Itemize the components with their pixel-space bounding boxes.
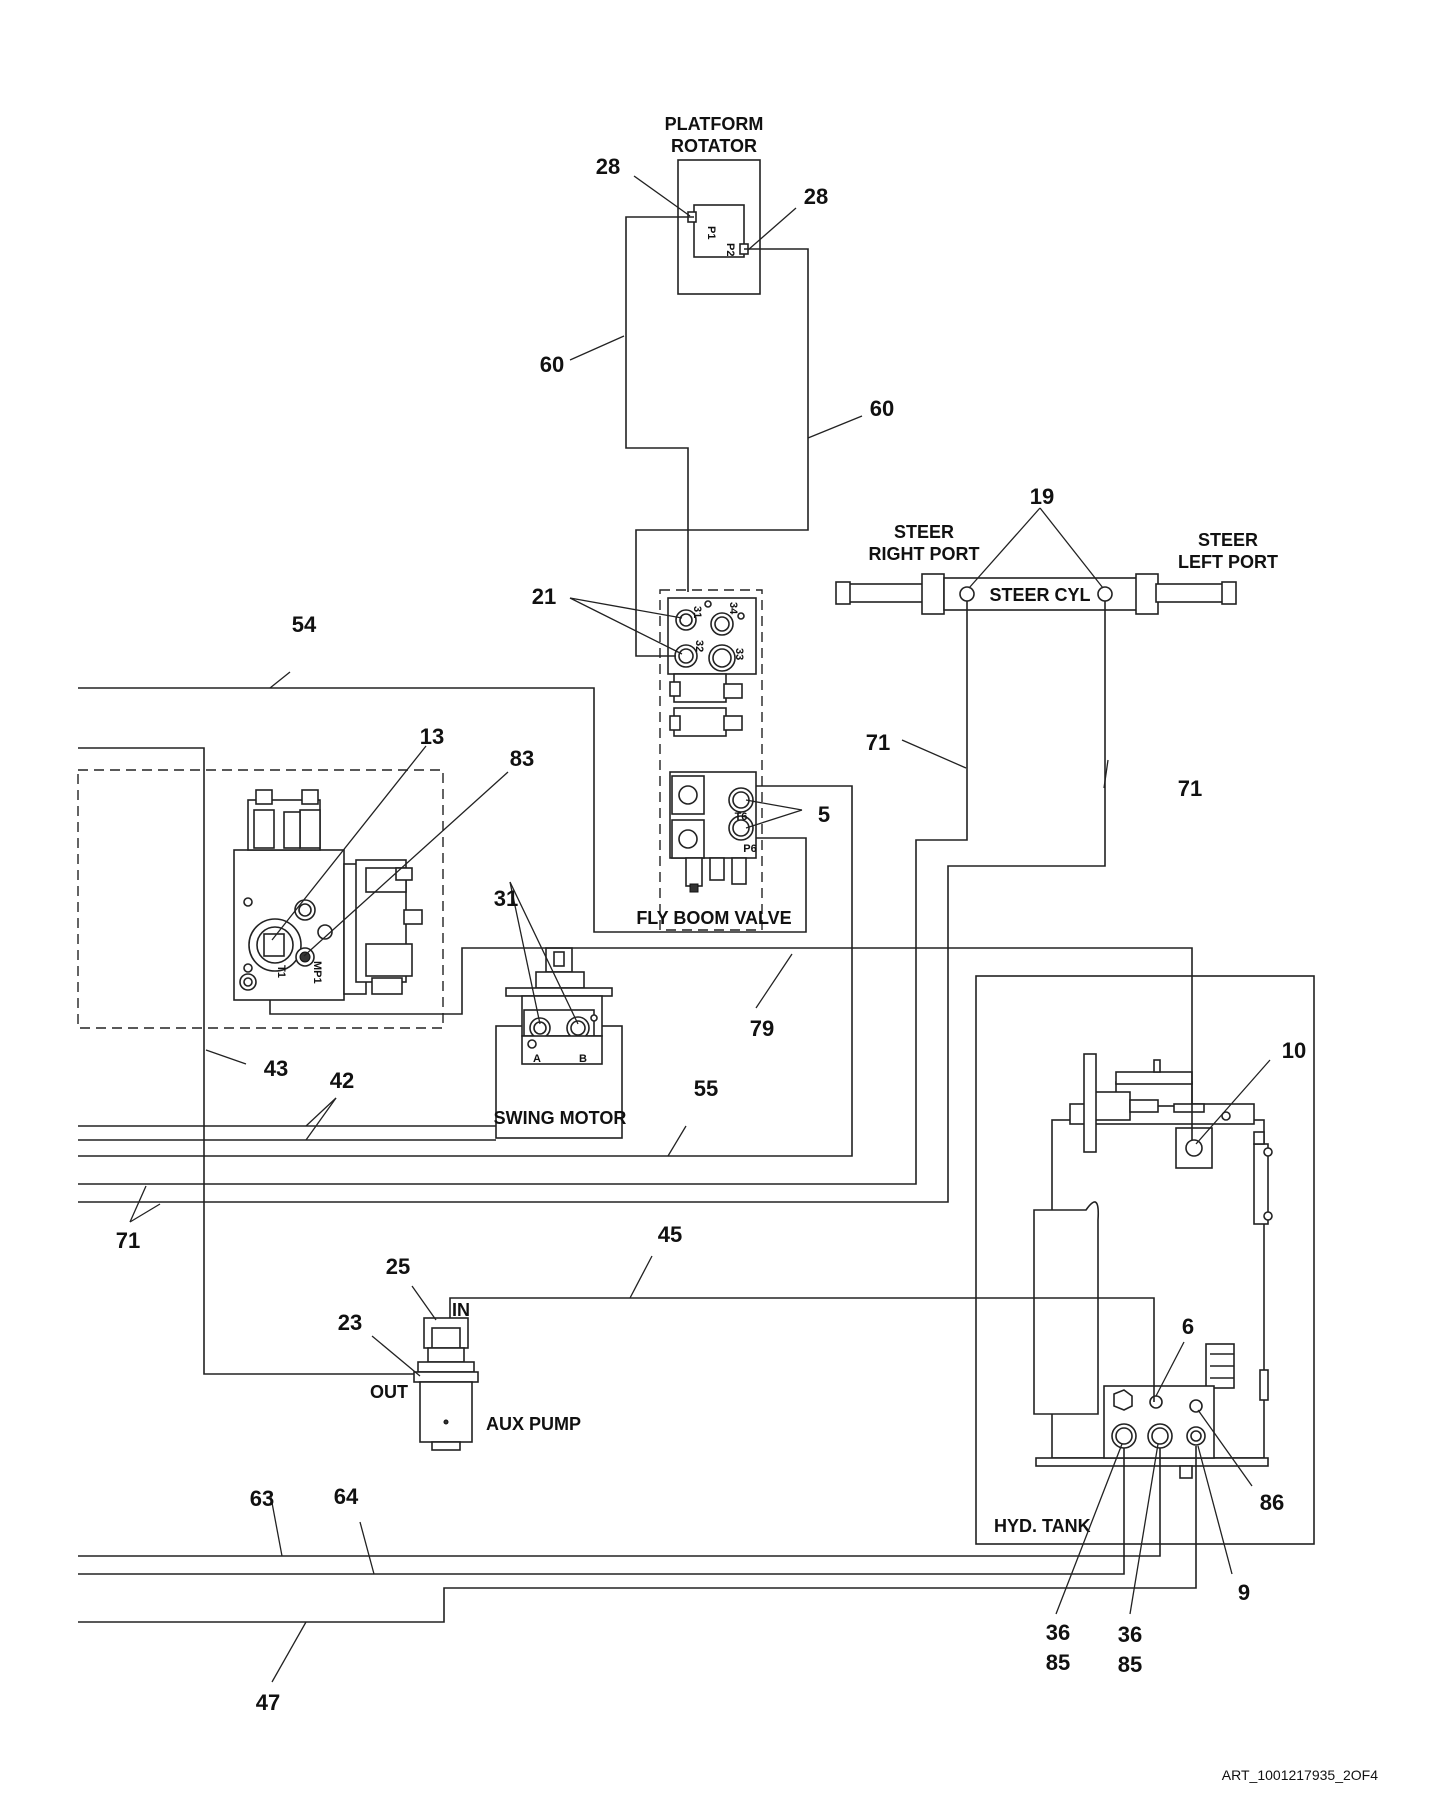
aux-pump: [413, 1317, 479, 1451]
hose-71-a: [78, 601, 968, 1185]
aux-pump-label: AUX PUMP: [486, 1414, 581, 1434]
callout-23: 23: [338, 1310, 362, 1335]
port-31-label: 31: [691, 606, 703, 618]
steer-right-port-label-1: STEER: [894, 522, 954, 542]
callout-60-left: 60: [540, 352, 564, 377]
platform-rotator-label-1: PLATFORM: [665, 114, 764, 134]
hose-55: [78, 785, 853, 1157]
callout-19: 19: [1030, 484, 1054, 509]
callout-36-right: 36: [1118, 1622, 1142, 1647]
hose-45: [449, 1297, 1155, 1402]
hyd-tank-label: HYD. TANK: [994, 1516, 1091, 1536]
hose-54: [78, 687, 807, 933]
port-32-label: 32: [693, 640, 705, 652]
port-b-label: B: [579, 1053, 587, 1065]
callout-47: 47: [256, 1690, 280, 1715]
leaders: [129, 175, 1271, 1683]
callout-10: 10: [1282, 1038, 1306, 1063]
callout-6: 6: [1182, 1314, 1194, 1339]
hydraulic-tank: [975, 975, 1315, 1545]
callouts: 28 28 60 60 19 21 54 13 83 5 71 71 31 79…: [116, 154, 1306, 1715]
callout-43: 43: [264, 1056, 288, 1081]
swing-motor-label: SWING MOTOR: [494, 1108, 627, 1128]
callout-85-left: 85: [1046, 1650, 1070, 1675]
callout-55: 55: [694, 1076, 718, 1101]
hose-43: [78, 747, 414, 1375]
port-a-label: A: [533, 1053, 541, 1065]
port-p2-label: P2: [724, 243, 736, 256]
callout-64: 64: [334, 1484, 359, 1509]
callout-85-right: 85: [1118, 1652, 1142, 1677]
hose-63: [78, 1448, 1161, 1557]
platform-rotator-label-2: ROTATOR: [671, 136, 757, 156]
main-control-valve: T1 MP1: [77, 769, 444, 1029]
callout-71-left: 71: [116, 1228, 140, 1253]
fly-boom-valve: 31 32 33 34 T6 P6: [659, 589, 763, 931]
steer-cyl-label: STEER CYL: [989, 585, 1090, 605]
port-p6-label: P6: [743, 843, 756, 855]
port-p1-label: P1: [705, 226, 717, 239]
hose-79: [269, 947, 1193, 1140]
hose-60-right: [635, 248, 809, 657]
callout-83: 83: [510, 746, 534, 771]
callout-60-right: 60: [870, 396, 894, 421]
callout-36-left: 36: [1046, 1620, 1070, 1645]
port-t6-label: T6: [735, 811, 748, 823]
callout-45: 45: [658, 1222, 682, 1247]
hose-64: [78, 1448, 1125, 1575]
port-mp1-label: MP1: [311, 961, 323, 984]
in-label: IN: [452, 1300, 470, 1320]
swing-motor: A B: [495, 947, 623, 1139]
steer-right-port-label-2: RIGHT PORT: [869, 544, 980, 564]
callout-71-right: 71: [1178, 776, 1202, 801]
hose-60-left: [625, 216, 694, 592]
fly-boom-valve-label: FLY BOOM VALVE: [636, 908, 791, 928]
callout-5: 5: [818, 802, 830, 827]
callout-28-left: 28: [596, 154, 620, 179]
callout-86: 86: [1260, 1490, 1284, 1515]
callout-31: 31: [494, 886, 518, 911]
callout-9: 9: [1238, 1580, 1250, 1605]
steer-cylinder: STEER CYL: [835, 573, 1237, 615]
steer-left-port-label-1: STEER: [1198, 530, 1258, 550]
callout-13: 13: [420, 724, 444, 749]
hose-47: [78, 1446, 1197, 1623]
port-33-label: 33: [733, 648, 745, 660]
callout-21: 21: [532, 584, 556, 609]
art-id: ART_1001217935_2OF4: [1222, 1767, 1378, 1783]
steer-left-port-label-2: LEFT PORT: [1178, 552, 1278, 572]
callout-54: 54: [292, 612, 317, 637]
callout-79: 79: [750, 1016, 774, 1041]
out-label: OUT: [370, 1382, 408, 1402]
port-t1-label: T1: [275, 965, 287, 978]
callout-42: 42: [330, 1068, 354, 1093]
callout-25: 25: [386, 1254, 410, 1279]
callout-28-right: 28: [804, 184, 828, 209]
callout-63: 63: [250, 1486, 274, 1511]
callout-71-upper: 71: [866, 730, 890, 755]
platform-rotator: P1 P2: [677, 159, 761, 295]
port-34-label: 34: [727, 602, 739, 615]
